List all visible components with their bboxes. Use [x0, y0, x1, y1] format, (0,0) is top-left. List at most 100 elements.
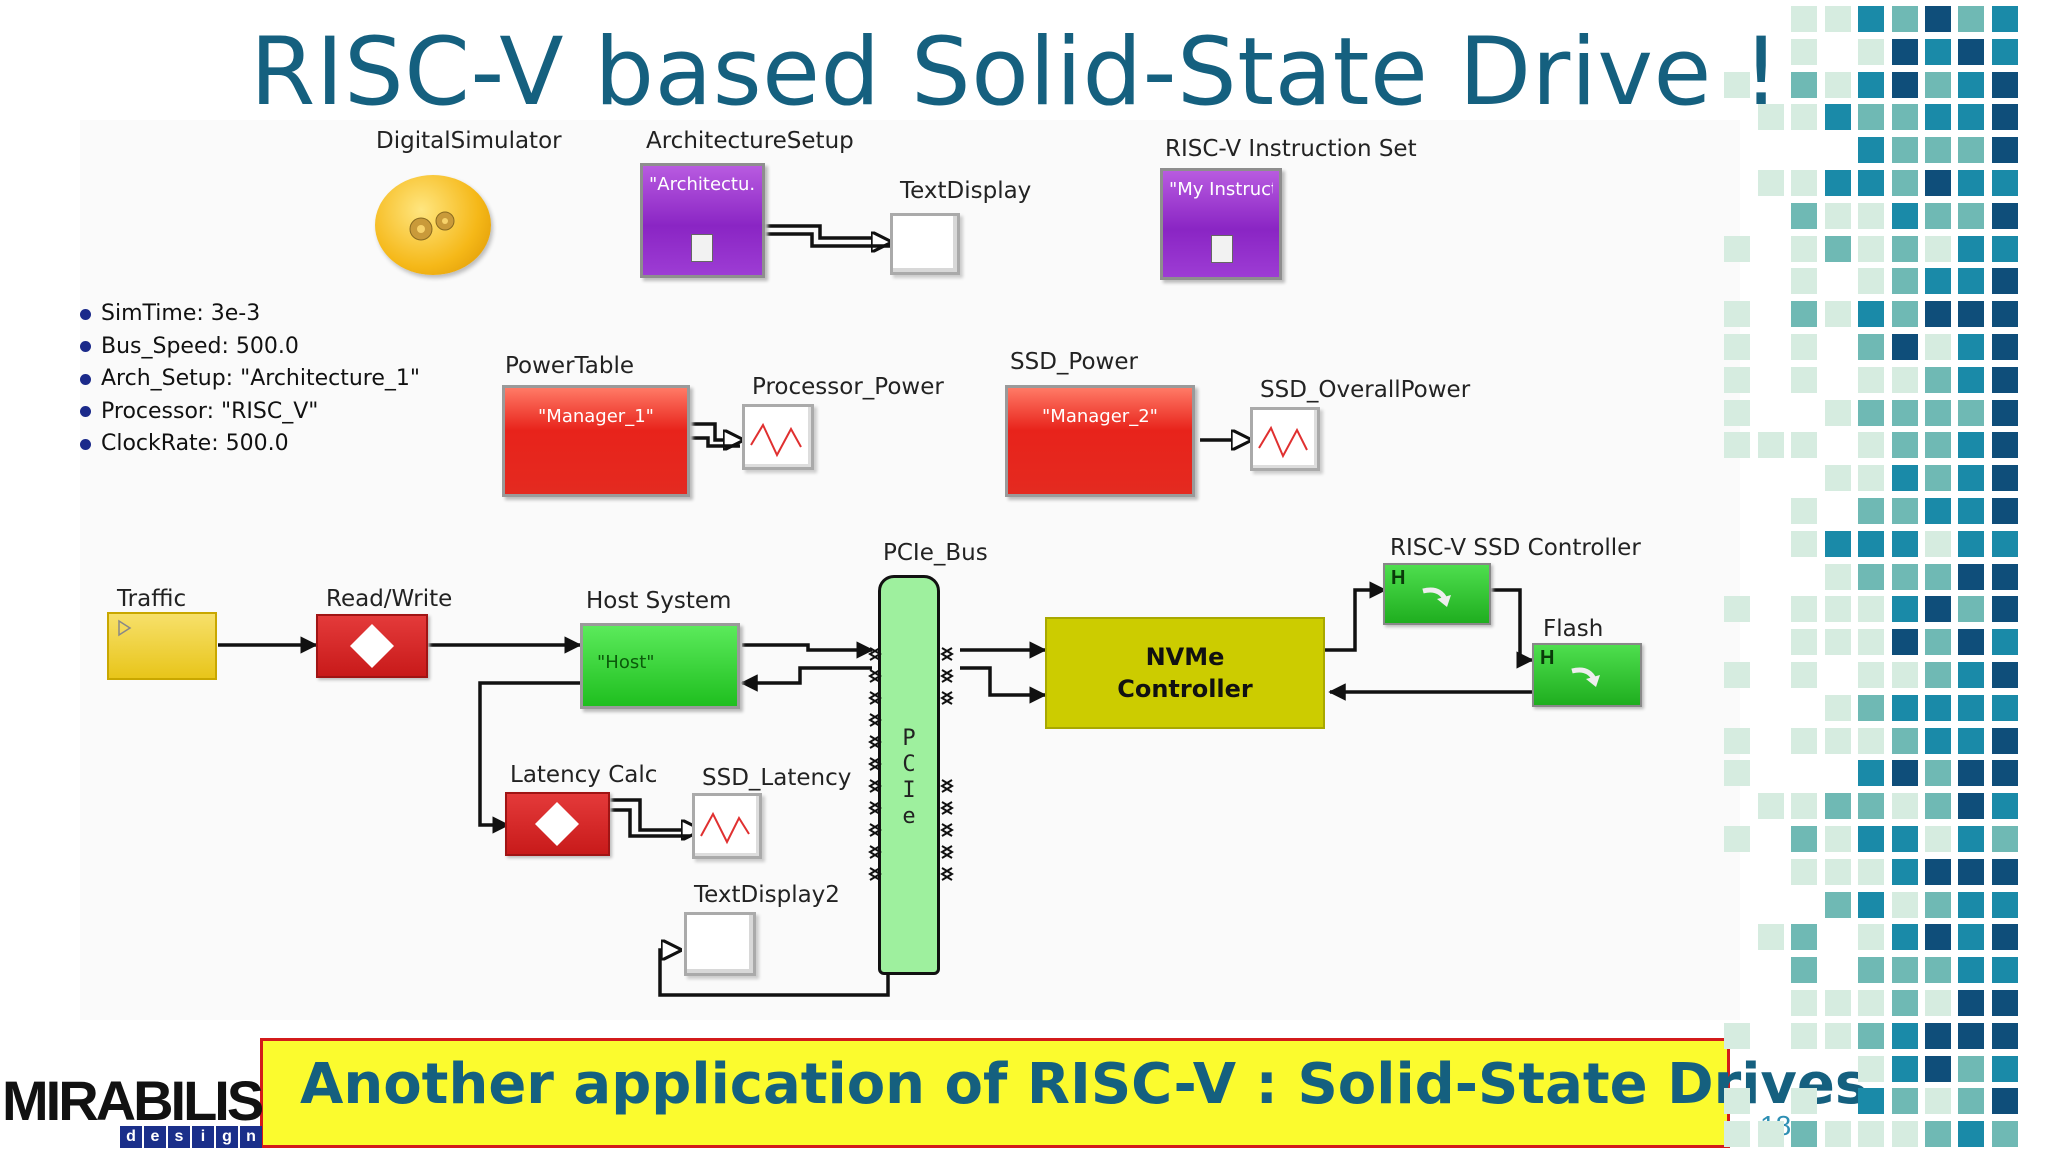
mosaic-tile — [1892, 891, 1918, 918]
mosaic-tile — [1791, 1121, 1817, 1148]
power-table-block[interactable]: "Manager_1" — [502, 385, 690, 497]
mirabilis-logo: MIRABILIS — [2, 1069, 264, 1132]
architecture-setup-block[interactable]: "Architectu... — [640, 163, 765, 278]
mosaic-tile — [1825, 235, 1851, 262]
mosaic-tile — [1858, 727, 1884, 754]
mosaic-tile — [1724, 366, 1750, 393]
ssd-controller-block[interactable]: H — [1383, 563, 1491, 625]
mosaic-tile — [1992, 334, 2018, 360]
mosaic-tile — [1992, 1055, 2018, 1082]
logo-letter-tile: i — [192, 1126, 214, 1148]
mosaic-tile — [1758, 1121, 1784, 1148]
mosaic-tile — [1858, 6, 1884, 32]
latency-calc-label: Latency Calc — [510, 762, 658, 788]
ssd-latency-plot[interactable] — [692, 793, 762, 859]
text-display-block[interactable] — [890, 213, 960, 275]
ssd-power-block[interactable]: "Manager_2" — [1005, 385, 1195, 497]
mosaic-tile — [1892, 596, 1918, 623]
mosaic-tile — [1892, 104, 1918, 131]
mosaic-tile — [1791, 334, 1817, 360]
mosaic-tile — [1825, 793, 1851, 820]
mosaic-tile — [1892, 202, 1918, 229]
mosaic-tile — [1892, 629, 1918, 656]
mosaic-tile — [1925, 563, 1951, 590]
mosaic-tile — [1992, 104, 2018, 131]
flash-label: Flash — [1543, 616, 1604, 642]
digital-simulator-block[interactable] — [375, 175, 491, 275]
digital-simulator-label: DigitalSimulator — [376, 128, 562, 154]
mosaic-tile — [1992, 793, 2018, 820]
bullet-icon — [80, 341, 91, 352]
waveform-icon — [750, 422, 802, 458]
logo-letter-tile: d — [120, 1126, 142, 1148]
mosaic-tile — [1958, 432, 1984, 459]
processor-power-plot[interactable] — [742, 404, 814, 470]
mosaic-tile — [1825, 202, 1851, 229]
mosaic-tile — [1858, 858, 1884, 885]
power-table-label: PowerTable — [505, 353, 635, 379]
mosaic-tile — [1892, 694, 1918, 721]
parameter-list: SimTime: 3e-3 Bus_Speed: 500.0 Arch_Setu… — [80, 298, 420, 461]
mosaic-tile — [1925, 465, 1951, 492]
mosaic-tile — [1858, 334, 1884, 360]
nvme-controller-block[interactable]: NVMe Controller — [1045, 617, 1325, 729]
mosaic-tile — [1858, 1121, 1884, 1148]
instruction-set-block[interactable]: "My Instruct... — [1160, 168, 1282, 280]
logo-letter-tile: e — [144, 1126, 166, 1148]
mosaic-tile — [1892, 301, 1918, 328]
mosaic-tile — [1992, 924, 2018, 951]
mosaic-tile — [1925, 1022, 1951, 1049]
text-display2-block[interactable] — [684, 912, 756, 976]
mosaic-tile — [1925, 924, 1951, 951]
host-system-block[interactable]: "Host" — [580, 623, 740, 709]
mosaic-tile — [1958, 826, 1984, 852]
mosaic-tile — [1892, 170, 1918, 196]
mosaic-tile — [1892, 399, 1918, 426]
mosaic-tile — [1791, 924, 1817, 951]
mosaic-tile — [1724, 1088, 1750, 1115]
param-arch-setup: Arch_Setup: "Architecture_1" — [80, 363, 420, 396]
mosaic-tile — [1992, 498, 2018, 524]
host-value: "Host" — [597, 652, 655, 673]
mosaic-tile — [1992, 760, 2018, 787]
latency-calc-block[interactable] — [505, 792, 610, 856]
mosaic-tile — [1992, 1088, 2018, 1115]
mosaic-tile — [1791, 990, 1817, 1016]
mosaic-tile — [1992, 662, 2018, 688]
ssd-overall-power-plot[interactable] — [1250, 407, 1320, 471]
param-bus-speed: Bus_Speed: 500.0 — [80, 331, 420, 364]
mosaic-tile — [1992, 629, 2018, 656]
mosaic-tile — [1992, 891, 2018, 918]
mosaic-tile — [1892, 662, 1918, 688]
mosaic-tile — [1724, 826, 1750, 852]
mosaic-tile — [1925, 38, 1951, 65]
mosaic-tile — [1992, 826, 2018, 852]
flash-block[interactable]: H — [1532, 643, 1642, 707]
mosaic-tile — [1892, 235, 1918, 262]
ssd-power-value: "Manager_2" — [1042, 406, 1158, 427]
mosaic-tile — [1791, 498, 1817, 524]
mosaic-tile — [1724, 334, 1750, 360]
mosaic-tile — [1791, 6, 1817, 32]
mosaic-tile — [1858, 202, 1884, 229]
mosaic-tile — [1791, 826, 1817, 852]
mosaic-tile — [1724, 1022, 1750, 1049]
mosaic-tile — [1992, 858, 2018, 885]
mosaic-tile — [1958, 662, 1984, 688]
host-system-label: Host System — [586, 588, 732, 614]
mosaic-tile — [1925, 727, 1951, 754]
mosaic-tile — [1925, 891, 1951, 918]
mosaic-tile — [1892, 924, 1918, 951]
mosaic-tile — [1925, 399, 1951, 426]
traffic-block[interactable] — [107, 612, 217, 680]
mosaic-tile — [1858, 71, 1884, 98]
mosaic-tile — [1892, 1055, 1918, 1082]
mosaic-tile — [1825, 826, 1851, 852]
mosaic-tile — [1925, 137, 1951, 164]
mosaic-tile — [1791, 957, 1817, 984]
read-write-block[interactable] — [316, 614, 428, 678]
mosaic-tile — [1791, 202, 1817, 229]
mosaic-tile — [1958, 1055, 1984, 1082]
